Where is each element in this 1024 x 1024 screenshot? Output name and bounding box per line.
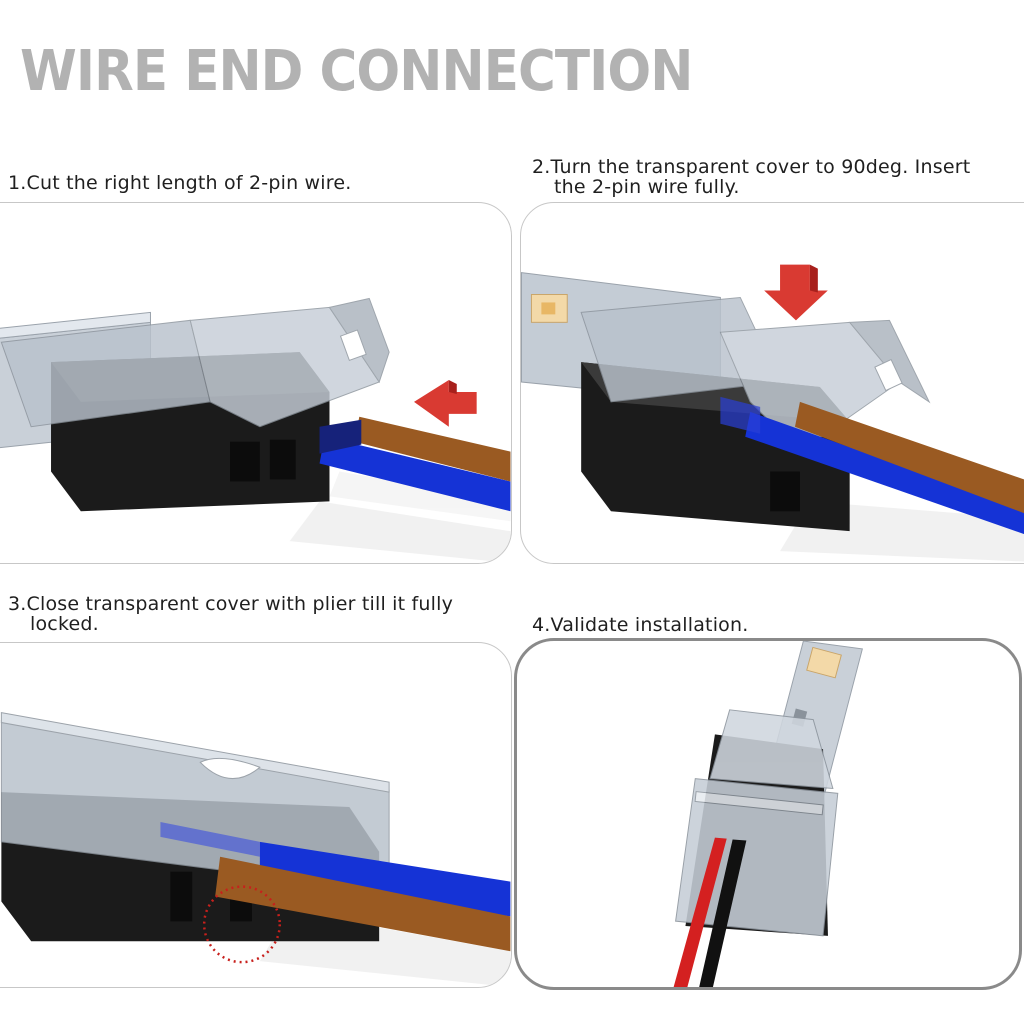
step-3-illustration: [0, 642, 512, 988]
transparent-cover: [675, 709, 839, 937]
step-3-caption: 3.Close transparent cover with plier til…: [8, 594, 453, 634]
step-1-text: 1.Cut the right length of 2-pin wire.: [8, 172, 352, 194]
transparent-cover: [0, 297, 390, 428]
wire-pair: [720, 396, 1024, 535]
red-arrow-down-icon: [764, 264, 828, 321]
wire-pair: [160, 821, 511, 952]
floor-shadow: [289, 471, 511, 563]
transparent-cover: [580, 296, 931, 453]
step-3-text-line2: locked.: [30, 613, 99, 635]
step-1-caption: 1.Cut the right length of 2-pin wire.: [8, 173, 352, 193]
wire-pair: [673, 837, 747, 987]
connector-closed-illustration: [0, 712, 511, 987]
installation-validate-illustration: [673, 641, 863, 987]
step-2-text-line1: 2.Turn the transparent cover to 90deg. I…: [532, 156, 971, 178]
step-4-illustration: [514, 638, 1022, 990]
step-2-illustration: [520, 202, 1024, 564]
step-4-text: 4.Validate installation.: [532, 614, 749, 636]
step-3-text-line1: 3.Close transparent cover with plier til…: [8, 593, 454, 615]
page-title: WIRE END CONNECTION: [20, 39, 693, 104]
connector-insert-illustration: [521, 264, 1024, 562]
step-2-text-line2: the 2-pin wire fully.: [554, 176, 740, 198]
connector-open-illustration: [0, 297, 511, 563]
step-2-caption: 2.Turn the transparent cover to 90deg. I…: [532, 157, 970, 197]
step-4-caption: 4.Validate installation.: [532, 615, 748, 635]
wire-pair: [319, 416, 511, 512]
step-1-illustration: [0, 202, 512, 564]
red-arrow-left-icon: [414, 380, 477, 427]
